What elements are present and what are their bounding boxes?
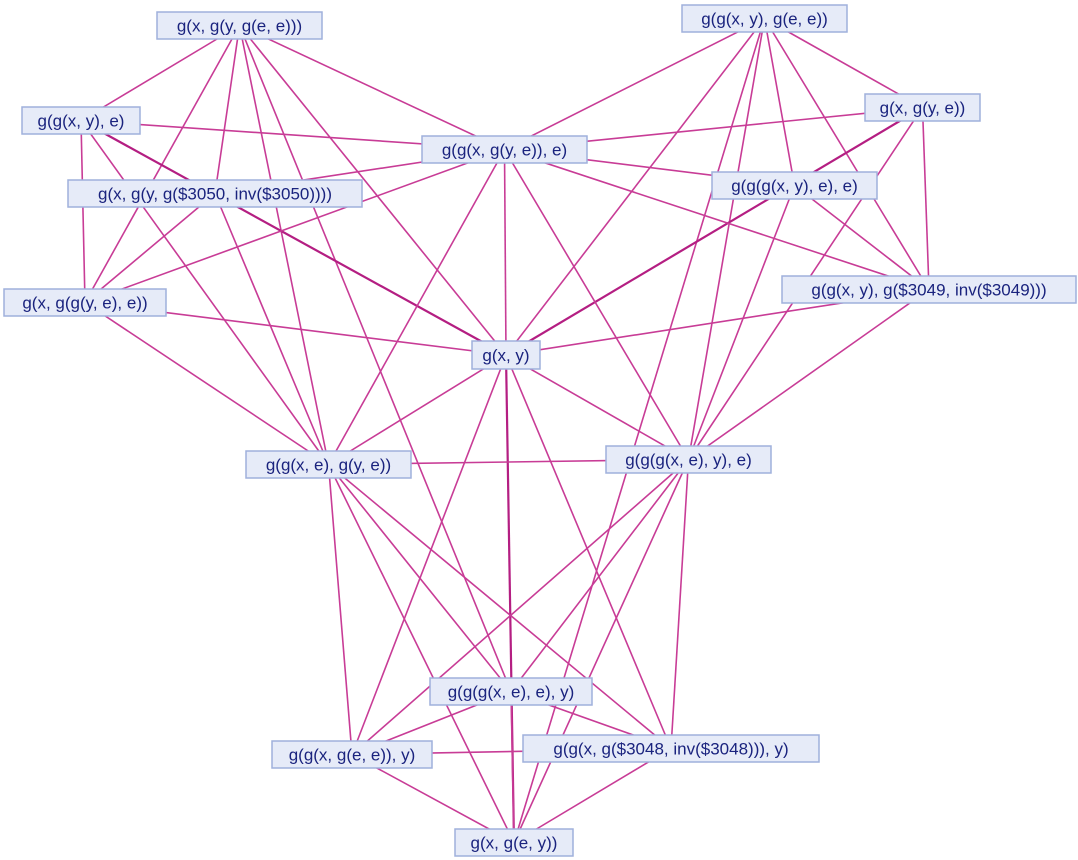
node-label: g(x, y) — [482, 346, 529, 365]
edge-n4-n9 — [921, 107, 930, 290]
node-box — [3, 288, 167, 317]
graph-node: g(x, g(y, g($3050, inv($3050)))) — [67, 179, 363, 208]
node-label: g(g(x, g($3048, inv($3048))), y) — [553, 740, 788, 759]
edge-n14-n16 — [351, 753, 515, 844]
graph-node: g(g(g(x, e), y), e) — [605, 445, 772, 474]
edge-n1-n11 — [238, 25, 330, 465]
edge-n5-n10 — [503, 149, 507, 356]
edge-n2-n5 — [504, 17, 765, 151]
edge-n1-n3 — [80, 24, 240, 122]
graph-node: g(g(x, e), g(y, e)) — [245, 450, 412, 479]
edge-n11-n16 — [327, 464, 515, 843]
graph-node: g(g(x, g($3048, inv($3048))), y) — [522, 734, 820, 763]
edge-n12-n14 — [351, 458, 690, 756]
node-label: g(g(g(x, y), e), e) — [731, 177, 858, 196]
node-label: g(x, g(g(y, e), e)) — [22, 294, 147, 313]
edge-n10-n14 — [351, 354, 507, 755]
graph-node: g(x, g(e, y)) — [454, 828, 574, 857]
node-box — [781, 275, 1077, 304]
node-label: g(x, g(y, g($3050, inv($3050)))) — [98, 185, 332, 204]
edge-n11-n15 — [327, 463, 672, 750]
edge-n5-n8 — [84, 148, 505, 304]
node-box — [711, 171, 878, 200]
node-label: g(x, g(e, y)) — [471, 834, 558, 853]
edge-n4-n10 — [505, 106, 924, 356]
edge-n15-n16 — [513, 747, 672, 844]
edge-n1-n13 — [238, 25, 512, 692]
node-box — [471, 340, 541, 370]
node-label: g(g(x, y), g(e, e)) — [701, 10, 828, 29]
node-box — [271, 740, 433, 769]
graph-node: g(g(x, y), g(e, e)) — [681, 4, 848, 33]
edge-n10-n11 — [328, 354, 507, 466]
edge-n1-n5 — [239, 24, 505, 151]
node-label: g(g(x, y), g($3049, inv($3049))) — [811, 281, 1046, 300]
node-box — [522, 734, 820, 763]
edge-n7-n9 — [794, 184, 930, 291]
edge-n5-n11 — [327, 149, 506, 465]
edge-n10-n12 — [505, 354, 689, 461]
node-layer: g(x, g(y, g(e, e))) g(g(x, y), g(e, e)) g(… — [3, 4, 1077, 857]
edge-n12-n15 — [670, 459, 690, 749]
edge-n6-n11 — [214, 193, 330, 465]
graph-node: g(x, g(y, g(e, e))) — [156, 11, 323, 40]
graph-node: g(g(x, y), g($3049, inv($3049))) — [781, 275, 1077, 304]
edge-n11-n13 — [327, 463, 512, 693]
node-box — [21, 106, 141, 135]
node-box — [864, 93, 981, 122]
node-label: g(g(x, g(e, e)), y) — [289, 746, 416, 765]
node-label: g(g(g(x, e), y), e) — [625, 451, 752, 470]
edge-n6-n8 — [84, 192, 216, 304]
edge-n5-n12 — [503, 149, 690, 460]
edge-n1-n10 — [238, 24, 507, 356]
edge-n2-n12 — [687, 18, 766, 460]
node-label: g(x, g(y, e)) — [880, 99, 966, 118]
edge-n2-n7 — [763, 18, 796, 186]
edge-n11-n14 — [327, 464, 353, 755]
edge-n1-n8 — [84, 25, 241, 303]
graph-node: g(g(x, g(y, e)), e) — [421, 135, 588, 164]
edge-n13-n16 — [510, 691, 515, 843]
graph-node: g(g(g(x, e), e), y) — [429, 677, 593, 706]
node-label: g(g(x, y), e) — [38, 112, 125, 131]
graph-node: g(g(x, y), e) — [21, 106, 141, 135]
edge-n1-n6 — [214, 25, 241, 194]
edge-n10-n15 — [505, 354, 672, 749]
node-label: g(g(g(x, e), e), y) — [448, 683, 575, 702]
node-box — [421, 135, 588, 164]
edge-n2-n10 — [505, 18, 766, 356]
edge-n3-n11 — [80, 120, 330, 465]
edge-n3-n10 — [80, 119, 507, 356]
edge-n12-n13 — [510, 459, 690, 692]
node-box — [245, 450, 412, 479]
node-box — [454, 828, 574, 857]
node-box — [67, 179, 363, 208]
node-box — [605, 445, 772, 474]
node-box — [156, 11, 323, 40]
graph-node: g(g(x, g(e, e)), y) — [271, 740, 433, 769]
edge-n12-n16 — [513, 459, 690, 843]
edge-n3-n8 — [80, 120, 86, 303]
node-box — [429, 677, 593, 706]
node-box — [681, 4, 848, 33]
edge-n5-n9 — [504, 148, 930, 291]
node-label: g(x, g(y, g(e, e))) — [177, 17, 302, 36]
node-label: g(g(x, g(y, e)), e) — [442, 141, 567, 160]
edge-n2-n9 — [763, 18, 930, 290]
edge-n2-n4 — [764, 17, 923, 109]
edge-n8-n11 — [84, 301, 329, 466]
edge-n9-n12 — [688, 288, 930, 461]
graph-node: g(g(g(x, y), e), e) — [711, 171, 878, 200]
graph-node: g(x, g(y, e)) — [864, 93, 981, 122]
node-label: g(g(x, e), g(y, e)) — [266, 456, 391, 475]
graph-node: g(x, y) — [471, 340, 541, 370]
edge-n7-n12 — [687, 185, 796, 460]
graph-node: g(x, g(g(y, e), e)) — [3, 288, 167, 317]
